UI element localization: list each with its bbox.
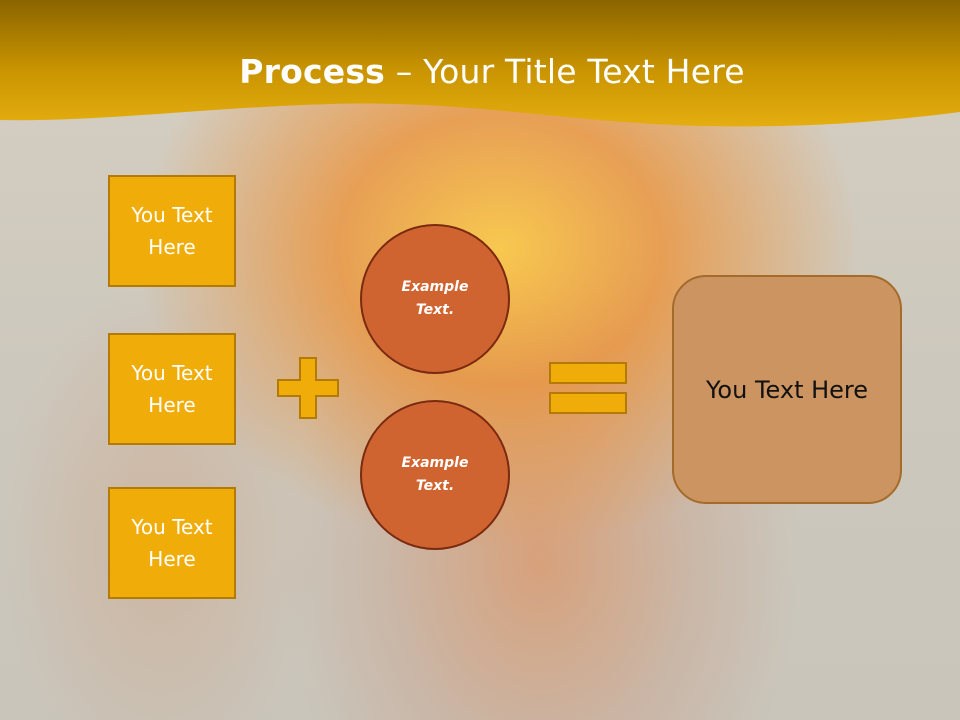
header-band	[0, 0, 960, 127]
example-circle-label: Example Text.	[401, 279, 469, 318]
equals-icon	[549, 362, 627, 414]
result-box: You Text Here	[672, 275, 902, 504]
title-rest: – Your Title Text Here	[385, 52, 745, 91]
title-bold: Process	[239, 52, 386, 91]
input-box-label: You Text Here	[131, 203, 213, 259]
input-box-2: You Text Here	[108, 333, 236, 445]
example-circle-label: Example Text.	[401, 455, 469, 494]
result-label: You Text Here	[705, 375, 869, 404]
example-circle-2: Example Text.	[360, 400, 510, 550]
input-box-1: You Text Here	[108, 175, 236, 287]
example-circle-1: Example Text.	[360, 224, 510, 374]
input-box-label: You Text Here	[131, 515, 213, 571]
slide-title: Process – Your Title Text Here	[0, 52, 960, 91]
input-box-3: You Text Here	[108, 487, 236, 599]
plus-icon	[277, 357, 339, 419]
input-box-label: You Text Here	[131, 361, 213, 417]
